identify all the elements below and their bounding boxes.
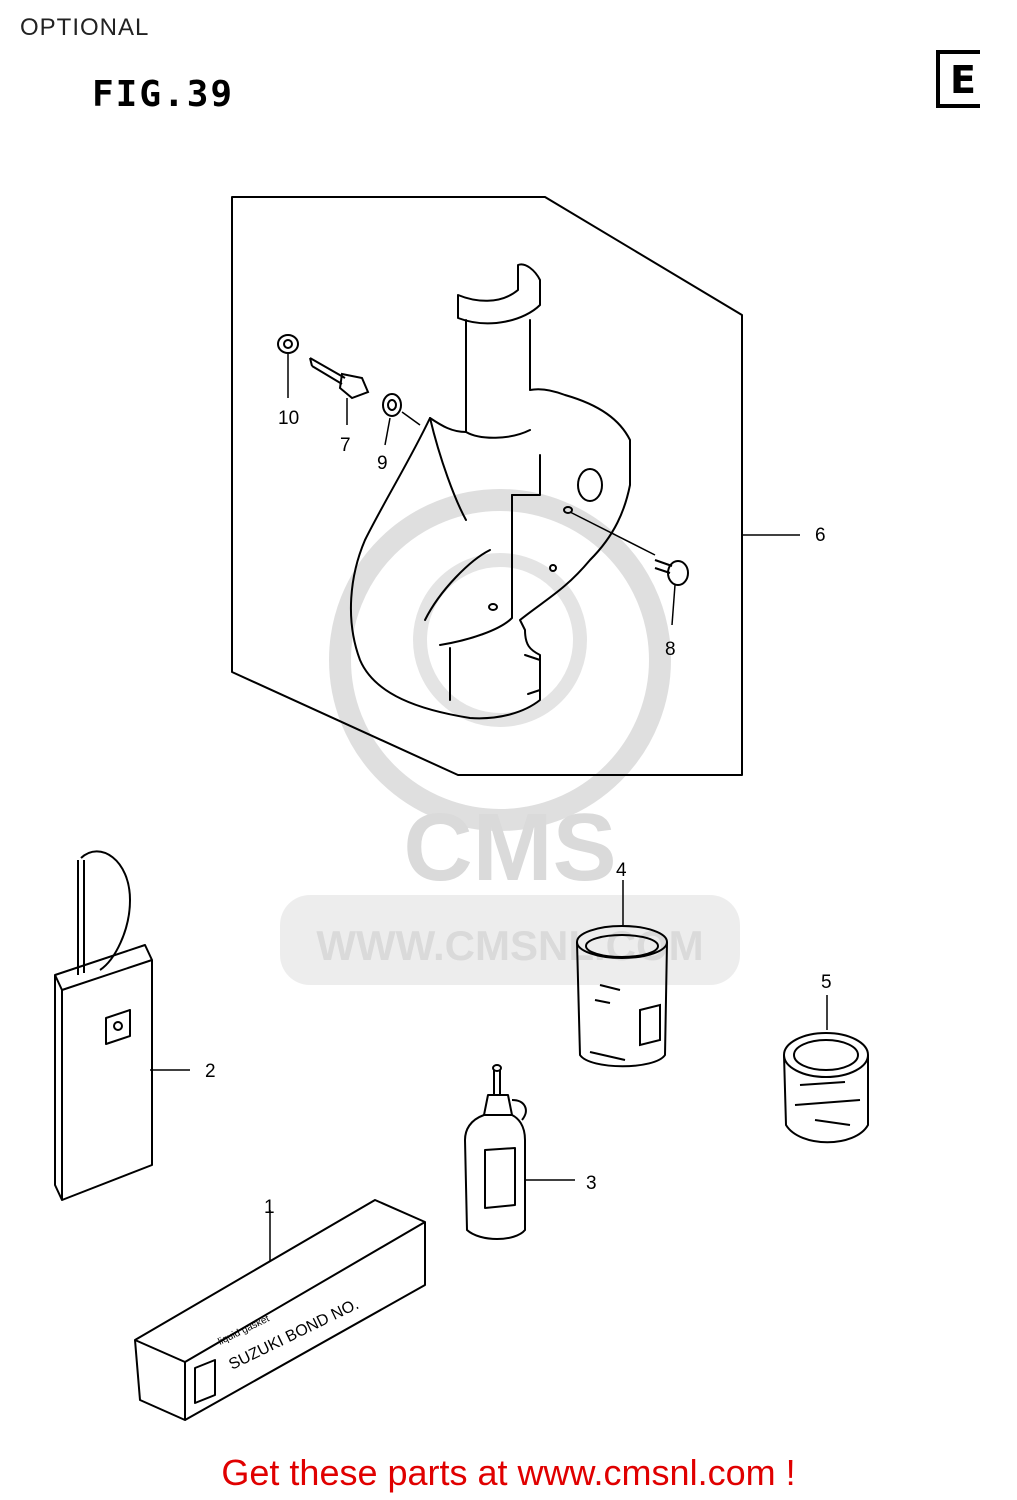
- callout-2: 2: [205, 1061, 216, 1082]
- callout-9: 9: [377, 453, 388, 474]
- watermark-brand: CMS: [403, 794, 616, 901]
- callout-4: 4: [616, 860, 627, 881]
- callout-1: 1: [264, 1197, 275, 1218]
- assembly-outline: [231, 196, 743, 776]
- bond-box-1: SUZUKI BOND NO. liquid gasket: [134, 1199, 426, 1421]
- can-5: [783, 1032, 869, 1144]
- corner-letter: E: [950, 58, 976, 102]
- callout-10: 10: [278, 408, 299, 429]
- washer-10: [277, 334, 299, 354]
- housing-cover: [349, 263, 631, 720]
- callout-3: 3: [586, 1173, 597, 1194]
- callout-6: 6: [815, 525, 826, 546]
- callout-8: 8: [665, 639, 676, 660]
- watermark: CMS WWW.CMSNL.COM: [280, 489, 740, 985]
- bolt-7: [309, 357, 346, 385]
- parts-link[interactable]: Get these parts at www.cmsnl.com !: [221, 1452, 796, 1493]
- washer-9: [382, 393, 402, 417]
- container-2: [54, 850, 153, 1201]
- leader-lines: [150, 354, 828, 1262]
- small-parts: [277, 334, 689, 586]
- corner-tag: E: [936, 50, 980, 108]
- callouts: 10 7 9 6 8 4 5 2 3 1: [205, 408, 832, 1218]
- parts-diagram: CMS WWW.CMSNL.COM: [54, 196, 869, 1421]
- callout-7: 7: [340, 435, 351, 456]
- bottle-3: [464, 1064, 527, 1240]
- watermark-url: WWW.CMSNL.COM: [316, 922, 703, 969]
- figure-title: FIG.39: [92, 74, 235, 115]
- callout-5: 5: [821, 972, 832, 993]
- section-label: OPTIONAL: [20, 14, 150, 41]
- can-4: [576, 925, 668, 1068]
